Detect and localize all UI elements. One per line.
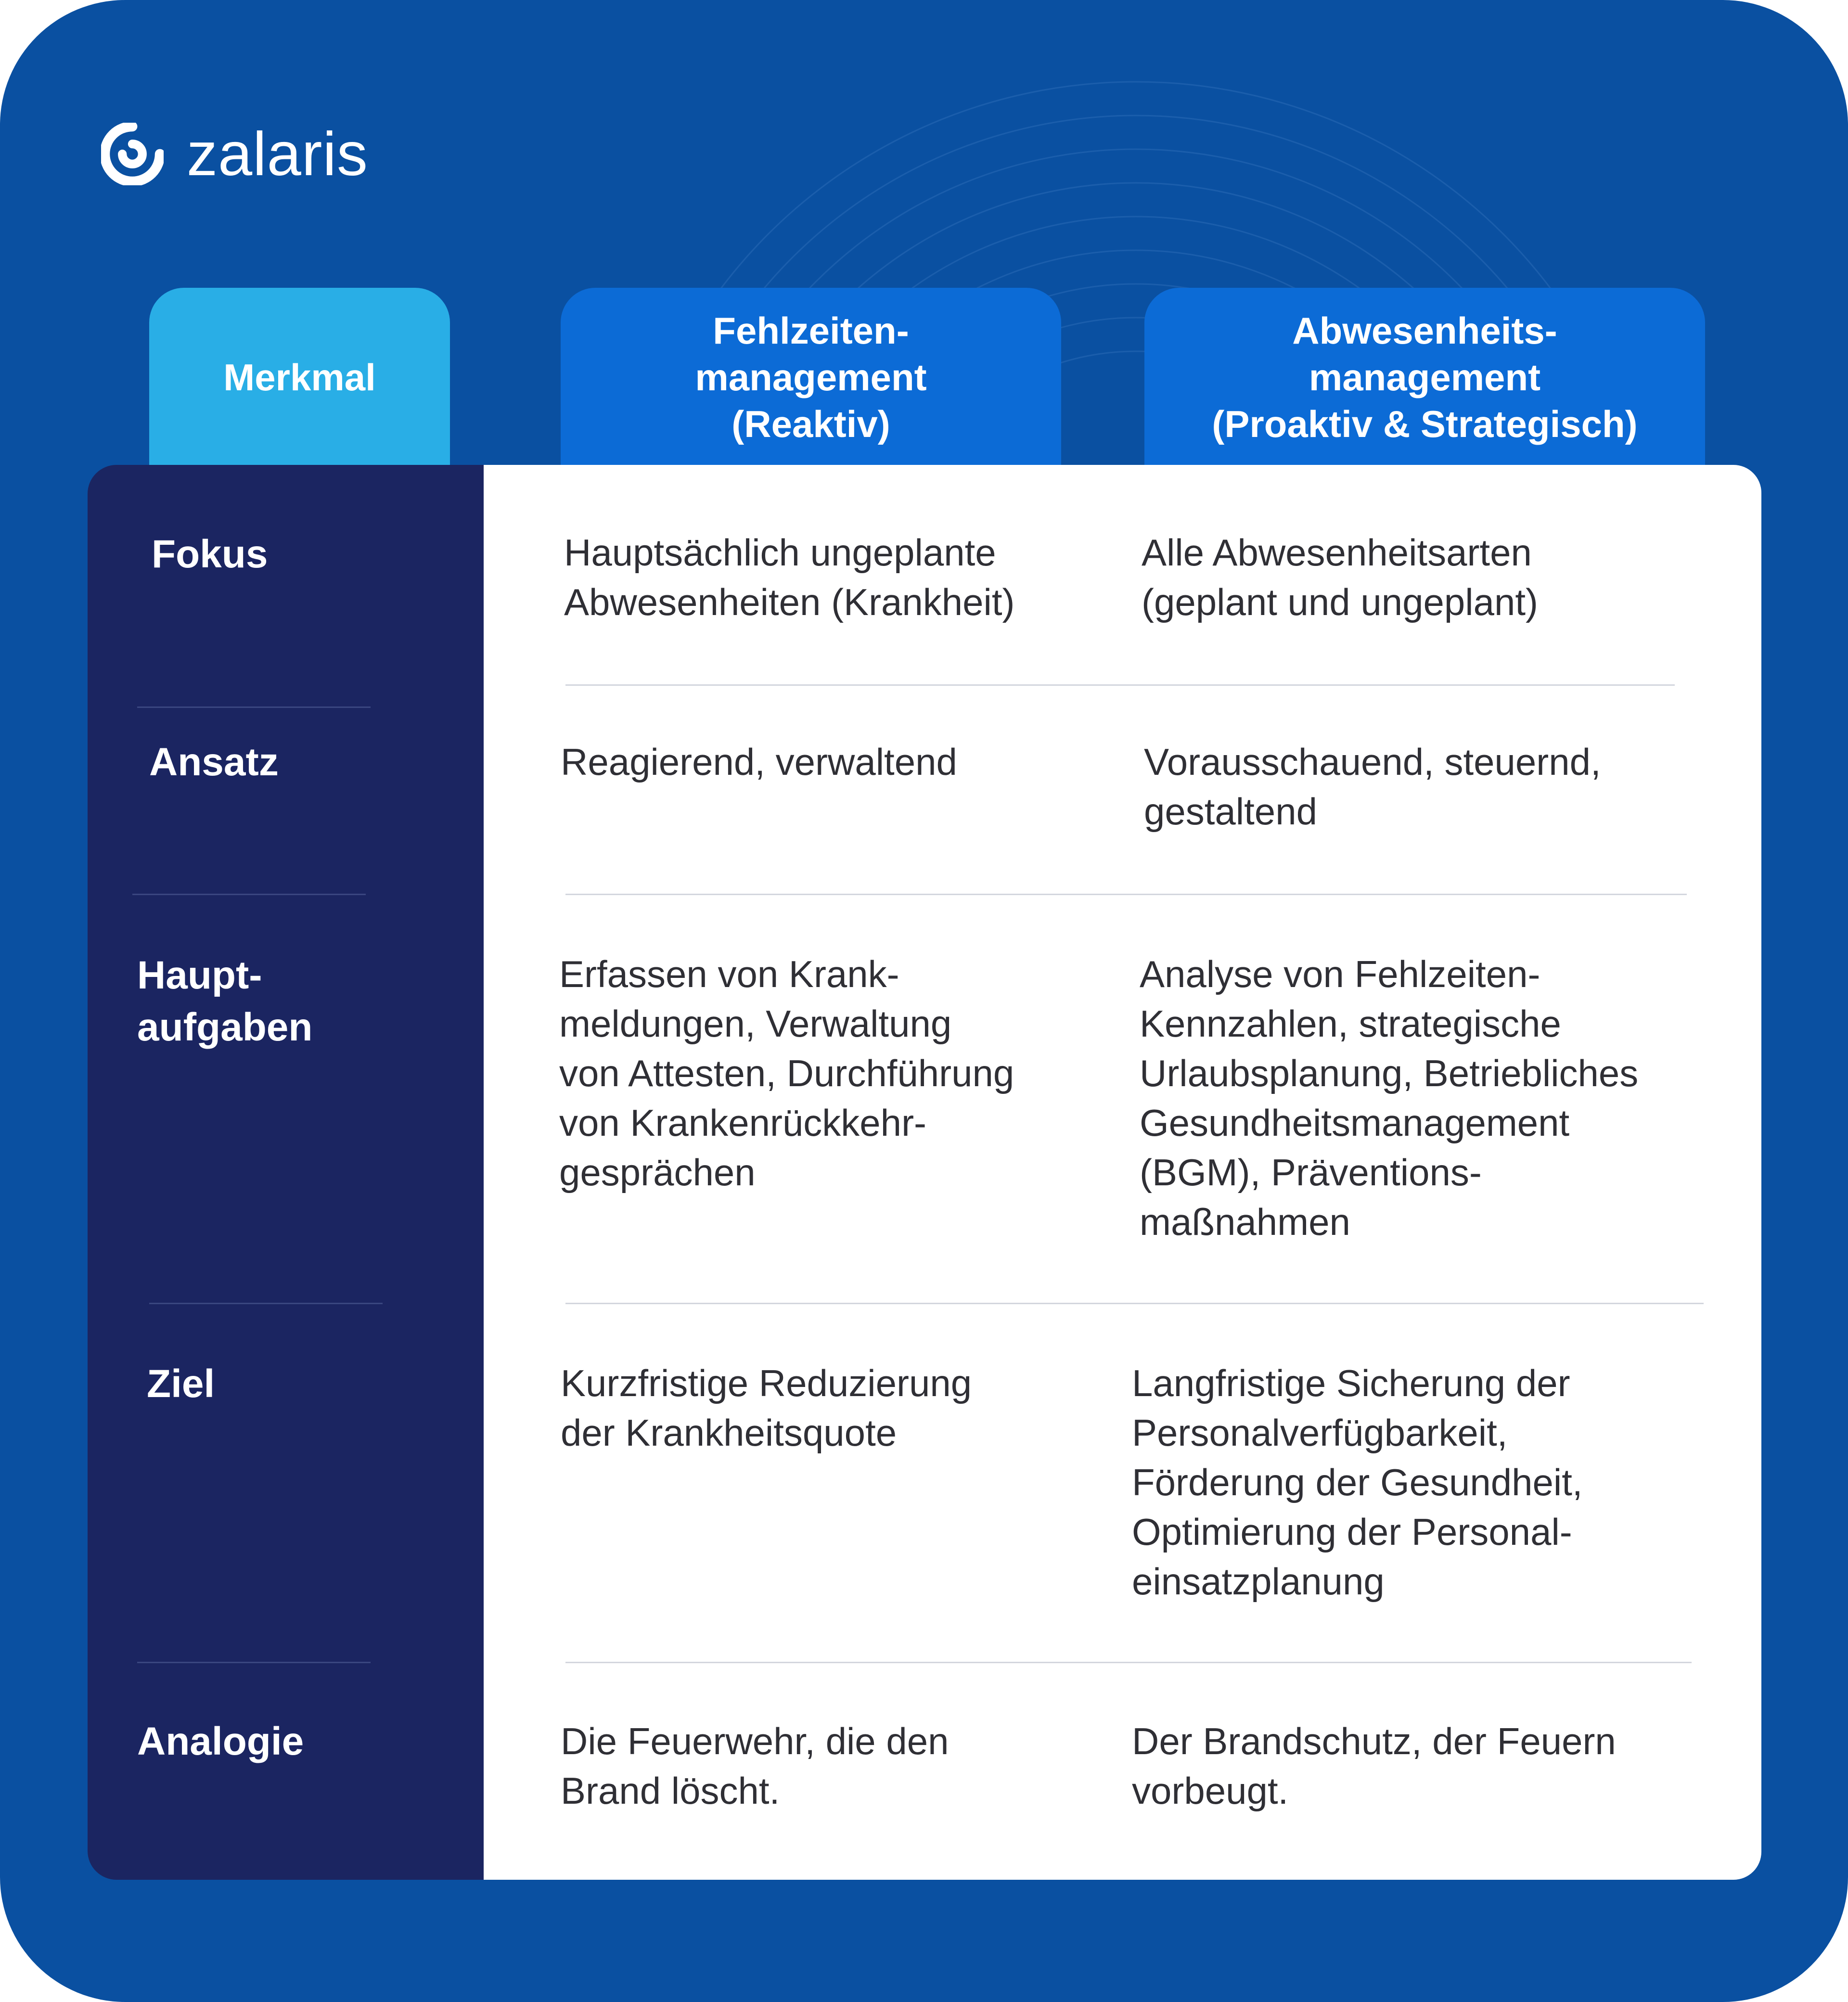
row-label-hauptaufgaben: Haupt- aufgaben bbox=[137, 953, 313, 1049]
cell-ziel-fehlzeiten: Kurzfristige Reduzierung der Krankheitsq… bbox=[561, 1362, 972, 1454]
zalaris-logo: zalaris bbox=[101, 116, 368, 192]
row-label-fokus: Fokus bbox=[152, 532, 268, 576]
label-divider bbox=[149, 1303, 383, 1304]
cell-ziel-abwesenheit: Langfristige Sicherung der Personalverfü… bbox=[1132, 1362, 1583, 1603]
row-label-ziel: Ziel bbox=[147, 1362, 215, 1406]
label-divider bbox=[132, 894, 366, 895]
cell-analogie-fehlzeiten: Die Feuerwehr, die den Brand löscht. bbox=[561, 1720, 949, 1812]
header-abwesenheitsmanagement: Abwesenheits- management (Proaktiv & Str… bbox=[1144, 288, 1705, 467]
header-fehlzeitenmanagement: Fehlzeiten- management (Reaktiv) bbox=[561, 288, 1061, 467]
zalaris-logo-icon bbox=[101, 123, 164, 185]
cell-analogie-abwesenheit: Der Brandschutz, der Feuern vorbeugt. bbox=[1132, 1720, 1616, 1812]
row-label-analogie: Analogie bbox=[137, 1720, 304, 1763]
label-column bbox=[88, 465, 506, 1880]
row-divider bbox=[565, 684, 1675, 686]
label-divider bbox=[137, 706, 371, 708]
row-divider bbox=[565, 1303, 1704, 1304]
cell-ansatz-abwesenheit: Vorausschauend, steuernd, gestaltend bbox=[1144, 741, 1601, 833]
row-divider bbox=[565, 894, 1687, 895]
row-divider bbox=[565, 1662, 1692, 1663]
cell-hauptaufgaben-abwesenheit: Analyse von Fehlzeiten- Kennzahlen, stra… bbox=[1140, 953, 1639, 1243]
cell-fokus-abwesenheit: Alle Abwesenheitsarten (geplant und unge… bbox=[1142, 531, 1538, 623]
label-divider bbox=[137, 1662, 371, 1663]
row-label-ansatz: Ansatz bbox=[149, 740, 279, 784]
logo-wordmark: zalaris bbox=[187, 119, 368, 189]
content-panel bbox=[484, 465, 1761, 1880]
cell-hauptaufgaben-fehlzeiten: Erfassen von Krank- meldungen, Verwaltun… bbox=[559, 953, 1014, 1194]
cell-fokus-fehlzeiten: Hauptsächlich ungeplante Abwesenheiten (… bbox=[564, 531, 1015, 623]
cell-ansatz-fehlzeiten: Reagierend, verwaltend bbox=[561, 741, 957, 783]
header-merkmal: Merkmal bbox=[149, 288, 450, 467]
